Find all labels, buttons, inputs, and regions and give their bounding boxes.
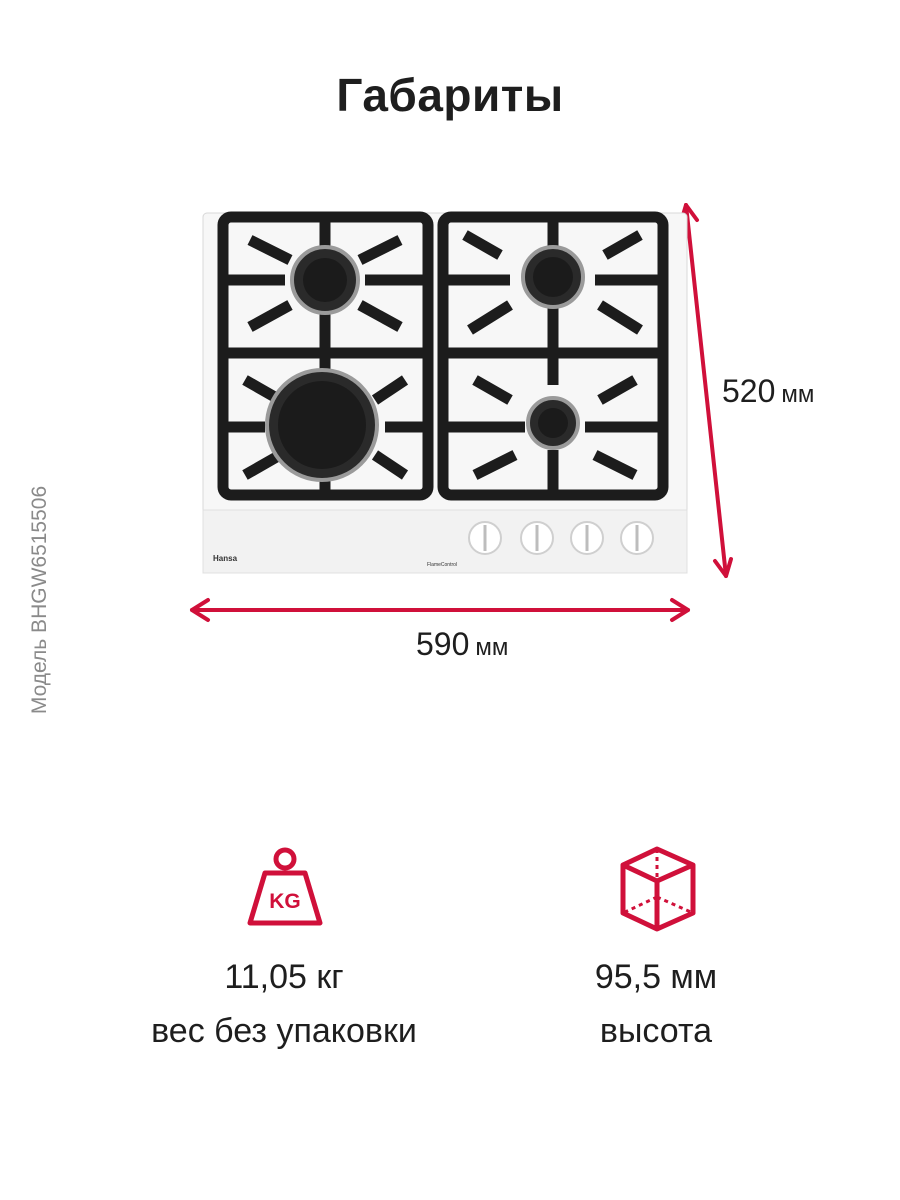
- height-unit: мм: [781, 381, 815, 408]
- brand-logo: Hansa: [213, 554, 238, 563]
- product-height-label: высота: [599, 1012, 713, 1050]
- product-height-value: 95,5 мм: [594, 958, 718, 996]
- weight-label: вес без упаковки: [151, 1012, 417, 1050]
- right-grate: [437, 211, 669, 501]
- width-unit: мм: [475, 634, 509, 661]
- gas-hob-image: Hansa FlameControl: [202, 211, 688, 574]
- weight-value: 11,05 кг: [224, 958, 344, 996]
- height-value: 520: [722, 373, 776, 409]
- burners: [265, 245, 585, 482]
- kg-weight-icon: KG: [247, 847, 323, 926]
- feature-label: FlameControl: [427, 562, 457, 568]
- box-dimensions-icon: [620, 846, 696, 932]
- svg-text:KG: KG: [269, 890, 301, 913]
- width-arrow: [190, 598, 690, 622]
- model-label: Модель BHGW6515506: [28, 485, 51, 715]
- page-title: Габариты: [336, 69, 564, 121]
- width-value: 590: [416, 626, 470, 662]
